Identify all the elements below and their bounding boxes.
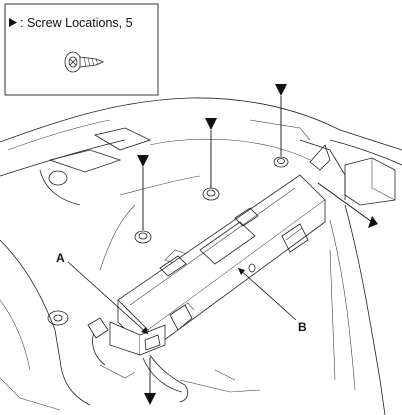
legend-text: : Screw Locations, 5 xyxy=(20,16,133,30)
callout-a-label: A xyxy=(56,251,65,265)
screw-arrow-4 xyxy=(317,182,378,228)
screw-arrow-1 xyxy=(137,155,149,230)
screw-washer-2 xyxy=(202,187,220,201)
screw-positions xyxy=(134,156,289,244)
trim-panel xyxy=(0,97,402,415)
callout-b-label: B xyxy=(298,320,307,334)
module-b xyxy=(117,174,326,353)
screw-arrow-2 xyxy=(205,118,217,188)
callout-b: B xyxy=(237,267,307,334)
legend-arrow-icon xyxy=(9,18,17,27)
screw-washer-3 xyxy=(273,156,289,168)
callout-a: A xyxy=(56,251,149,335)
screw-washer-1 xyxy=(134,230,152,244)
screw-arrow-3 xyxy=(275,84,287,156)
screw-icon xyxy=(64,51,105,73)
screw-arrow-5 xyxy=(144,357,156,405)
legend-box: : Screw Locations, 5 xyxy=(4,3,159,96)
